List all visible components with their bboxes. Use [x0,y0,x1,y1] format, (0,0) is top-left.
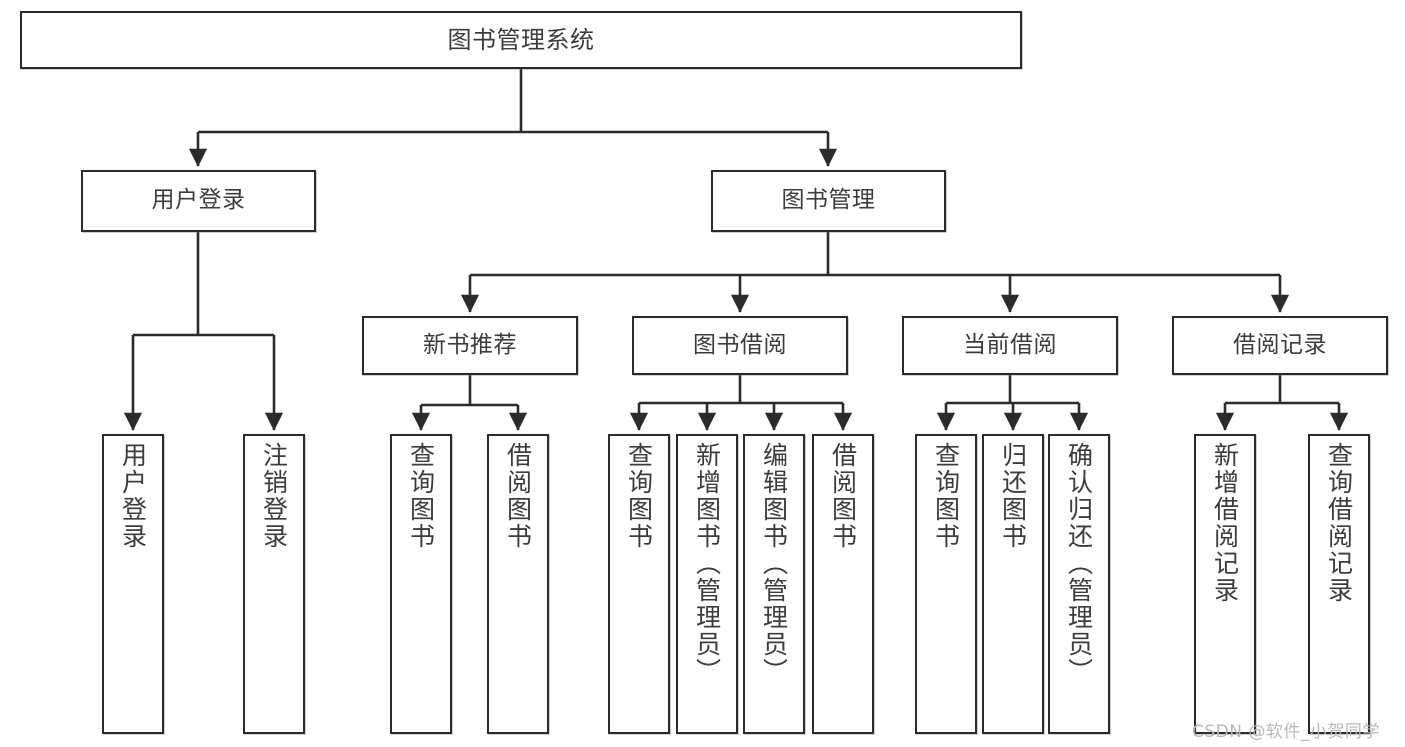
node-leaf-query-record[interactable]: 查询借阅记录 [1308,434,1370,734]
node-new-book-rec[interactable]: 新书推荐 [362,316,578,375]
node-leaf-borrow-book-a[interactable]: 借阅图书 [487,434,549,734]
node-book-manage[interactable]: 图书管理 [711,170,946,232]
node-leaf-add-book[interactable]: 新增图书（管理员） [676,434,738,734]
node-new-book-rec-label: 新书推荐 [423,331,517,358]
node-leaf-query-book-a[interactable]: 查询图书 [390,434,452,734]
watermark: CSDN @软件_小贺同学 [1192,722,1380,742]
node-leaf-add-record[interactable]: 新增借阅记录 [1194,434,1256,734]
node-leaf-return-book-label: 归还图书 [998,442,1028,550]
node-leaf-edit-book[interactable]: 编辑图书（管理员） [743,434,805,734]
node-leaf-query-record-label: 查询借阅记录 [1324,442,1354,604]
node-leaf-user-login[interactable]: 用户登录 [102,434,164,734]
node-leaf-query-book-a-label: 查询图书 [406,442,436,550]
node-leaf-return-book[interactable]: 归还图书 [982,434,1044,734]
node-leaf-query-book-c[interactable]: 查询图书 [915,434,977,734]
node-leaf-borrow-book-b[interactable]: 借阅图书 [812,434,874,734]
node-book-borrow-label: 图书借阅 [693,331,787,358]
node-root[interactable]: 图书管理系统 [20,11,1022,69]
node-leaf-user-login-label: 用户登录 [118,442,148,550]
node-leaf-confirm-return[interactable]: 确认归还（管理员） [1048,434,1110,734]
node-current-borrow[interactable]: 当前借阅 [902,316,1118,375]
node-root-label: 图书管理系统 [447,25,595,54]
node-leaf-add-record-label: 新增借阅记录 [1210,442,1240,604]
node-user-login-label: 用户登录 [151,187,246,214]
node-leaf-user-logout[interactable]: 注销登录 [243,434,305,734]
node-leaf-confirm-return-label: 确认归还（管理员） [1064,442,1094,685]
node-borrow-record[interactable]: 借阅记录 [1172,316,1388,375]
node-current-borrow-label: 当前借阅 [963,331,1057,358]
node-borrow-record-label: 借阅记录 [1233,331,1327,358]
node-book-manage-label: 图书管理 [781,187,876,214]
node-leaf-add-book-label: 新增图书（管理员） [692,442,722,685]
node-leaf-query-book-b[interactable]: 查询图书 [608,434,670,734]
node-leaf-query-book-b-label: 查询图书 [624,442,654,550]
node-leaf-borrow-book-a-label: 借阅图书 [503,442,533,550]
node-leaf-borrow-book-b-label: 借阅图书 [828,442,858,550]
node-book-borrow[interactable]: 图书借阅 [632,316,848,375]
node-leaf-edit-book-label: 编辑图书（管理员） [759,442,789,685]
node-leaf-query-book-c-label: 查询图书 [931,442,961,550]
node-user-login[interactable]: 用户登录 [81,170,316,232]
node-leaf-user-logout-label: 注销登录 [259,442,289,550]
